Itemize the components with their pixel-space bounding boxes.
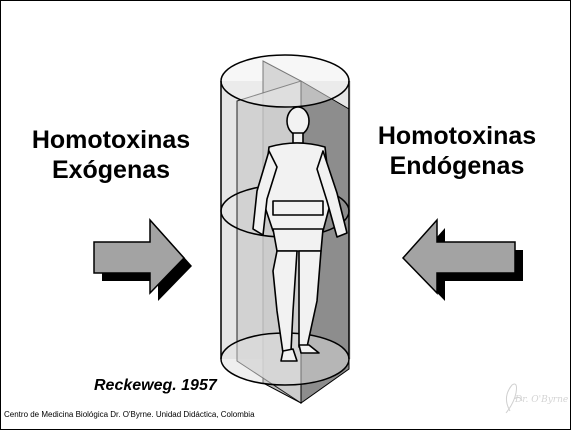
- left-heading-line1: Homotoxinas: [31, 125, 191, 155]
- left-heading-line2: Exógenas: [31, 155, 191, 185]
- right-heading-line2: Endógenas: [367, 151, 547, 181]
- citation: Reckeweg. 1957: [94, 377, 217, 395]
- right-heading-line1: Homotoxinas: [367, 121, 547, 151]
- left-heading: Homotoxinas Exógenas: [31, 125, 191, 185]
- right-heading: Homotoxinas Endógenas: [367, 121, 547, 181]
- signature-text: Dr. O'Byrne: [515, 395, 568, 405]
- footer-credit: Centro de Medicina Biológica Dr. O'Byrne…: [4, 410, 255, 419]
